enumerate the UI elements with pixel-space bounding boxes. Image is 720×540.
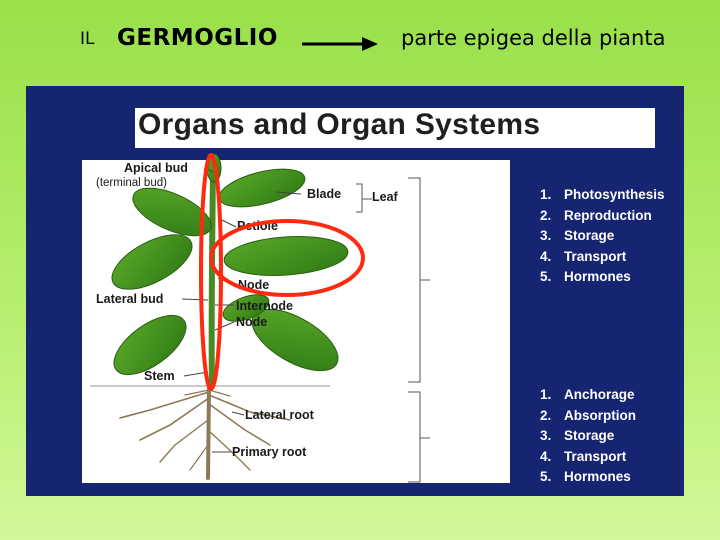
slide-title: Organs and Organ Systems xyxy=(138,108,541,141)
label-lateral-root: Lateral root xyxy=(245,408,315,422)
label-node-lower: Node xyxy=(236,315,267,329)
leaf-highlight-ellipse xyxy=(209,219,365,297)
list-item: 1.Photosynthesis xyxy=(540,187,665,202)
label-blade: Blade xyxy=(307,187,341,201)
root-function-list: 1.Anchorage 2.Absorption 3.Storage 4.Tra… xyxy=(540,387,636,490)
label-stem: Stem xyxy=(144,369,175,383)
page-title: GERMOGLIO xyxy=(117,25,278,51)
label-leaf: Leaf xyxy=(372,190,399,204)
label-internode: Internode xyxy=(236,299,293,313)
label-primary-root: Primary root xyxy=(232,445,307,459)
title-prefix: IL xyxy=(80,29,95,49)
list-item: 5.Hormones xyxy=(540,269,631,284)
leaves-drawing xyxy=(111,153,349,376)
list-item: 3.Storage xyxy=(540,428,615,443)
label-root-line2: System xyxy=(434,439,484,455)
shoot-function-list: 1.Photosynthesis 2.Reproduction 3.Storag… xyxy=(540,187,665,290)
label-shoot-line1: Shoot xyxy=(434,267,474,283)
label-root-line1: Root xyxy=(434,423,466,439)
list-item: 4.Transport xyxy=(540,448,627,464)
list-item: 4.Transport xyxy=(540,248,627,264)
list-item: 5.Hormones xyxy=(540,469,631,484)
right-arrow-icon xyxy=(302,37,378,51)
stem-drawing xyxy=(208,169,216,387)
label-terminal-bud: (terminal bud) xyxy=(96,177,167,189)
list-item: 3.Storage xyxy=(540,228,615,243)
list-item: 2.Reproduction xyxy=(540,207,652,223)
slide-title-box: Organs and Organ Systems xyxy=(135,108,655,148)
definition-text: parte epigea della pianta xyxy=(401,26,666,50)
brackets xyxy=(356,177,430,483)
label-shoot-line2: System xyxy=(434,283,484,299)
list-item: 2.Absorption xyxy=(540,407,636,423)
stem-highlight-ellipse xyxy=(199,153,223,391)
list-item: 1.Anchorage xyxy=(540,387,635,402)
label-lateral-bud: Lateral bud xyxy=(96,292,163,306)
label-apical-bud: Apical bud xyxy=(124,161,188,175)
root-system-drawing xyxy=(119,384,291,480)
